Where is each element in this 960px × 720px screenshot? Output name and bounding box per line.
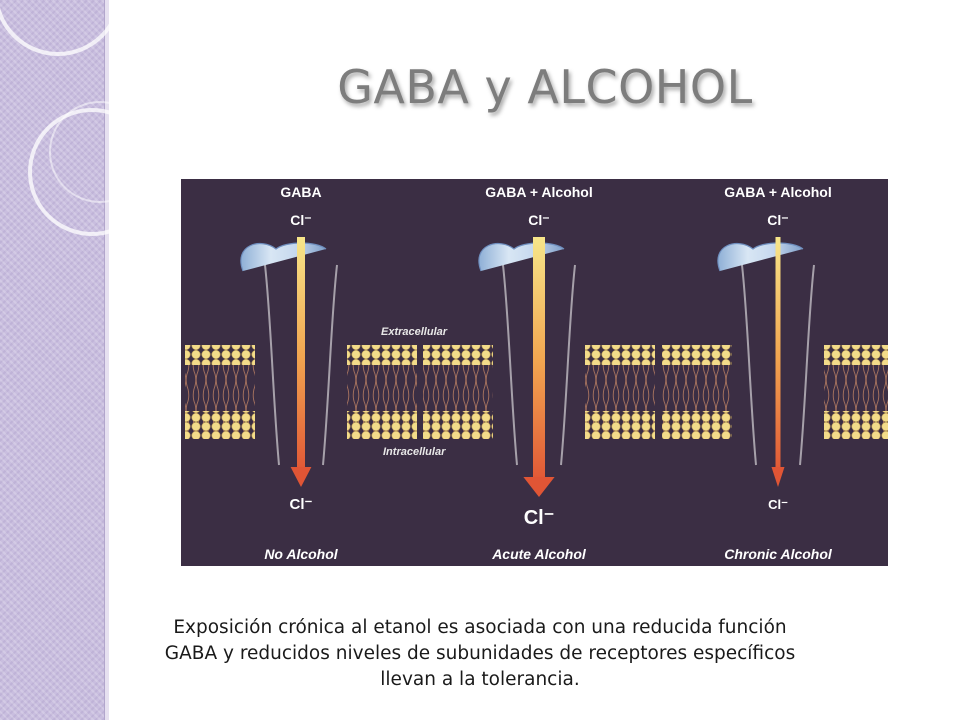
decorative-sidebar	[0, 0, 104, 720]
lipid-tail-layer	[423, 365, 493, 395]
panel-top-label: GABA + Alcohol	[485, 184, 592, 200]
chloride-flow-arrow	[297, 237, 305, 475]
chloride-ion-out-label: Cl⁻	[524, 507, 555, 529]
lipid-tail-layer	[585, 365, 655, 395]
channel-highlight	[741, 264, 815, 466]
chloride-flow-arrow	[533, 237, 545, 485]
intracellular-label: Intracellular	[383, 446, 446, 458]
lipid-head-layer	[585, 345, 655, 365]
channel-highlight	[264, 264, 338, 466]
lipid-head-layer	[423, 345, 493, 365]
lipid-head-layer	[185, 345, 255, 365]
lipid-head-layer	[824, 345, 888, 365]
gaba-receptor-channel	[717, 242, 804, 272]
gaba-receptor-channel	[478, 242, 565, 272]
panel-top-label: GABA	[280, 184, 321, 200]
slide-title: GABA y ALCOHOL	[337, 60, 753, 114]
panel-bottom-label: Acute Alcohol	[491, 546, 587, 562]
lipid-head-layer	[662, 345, 732, 365]
chloride-ion-in-label: Cl⁻	[290, 212, 311, 228]
chloride-arrow-head	[290, 467, 312, 487]
lipid-tail-layer	[662, 365, 732, 395]
chloride-arrow-head	[523, 477, 555, 497]
extracellular-label: Extracellular	[381, 326, 448, 338]
lipid-head-layer	[423, 411, 493, 439]
gaba-receptor-channel	[240, 242, 327, 272]
chloride-ion-out-label: Cl⁻	[768, 497, 788, 512]
lipid-tail-layer	[185, 365, 255, 395]
chloride-flow-arrow	[775, 237, 781, 475]
chloride-ion-out-label: Cl⁻	[290, 496, 313, 513]
panel-bottom-label: Chronic Alcohol	[724, 546, 833, 562]
lipid-tail-layer	[347, 365, 417, 395]
lipid-head-layer	[347, 411, 417, 439]
receptor-panel: GABA Cl⁻ Cl⁻ No Alcohol	[185, 184, 417, 562]
chloride-arrow-head	[771, 467, 785, 487]
sidebar-edge	[104, 0, 109, 720]
decorative-circles	[0, 0, 120, 236]
slide-caption: Exposición crónica al etanol es asociada…	[164, 617, 796, 690]
panel-top-label: GABA + Alcohol	[724, 184, 831, 200]
panel-bottom-label: No Alcohol	[264, 546, 338, 562]
chloride-ion-in-label: Cl⁻	[767, 212, 788, 228]
lipid-head-layer	[824, 411, 888, 439]
lipid-head-layer	[585, 411, 655, 439]
lipid-head-layer	[662, 411, 732, 439]
lipid-head-layer	[347, 345, 417, 365]
lipid-head-layer	[185, 411, 255, 439]
chloride-ion-in-label: Cl⁻	[528, 212, 549, 228]
channel-highlight	[502, 264, 576, 466]
lipid-tail-layer	[824, 365, 888, 395]
